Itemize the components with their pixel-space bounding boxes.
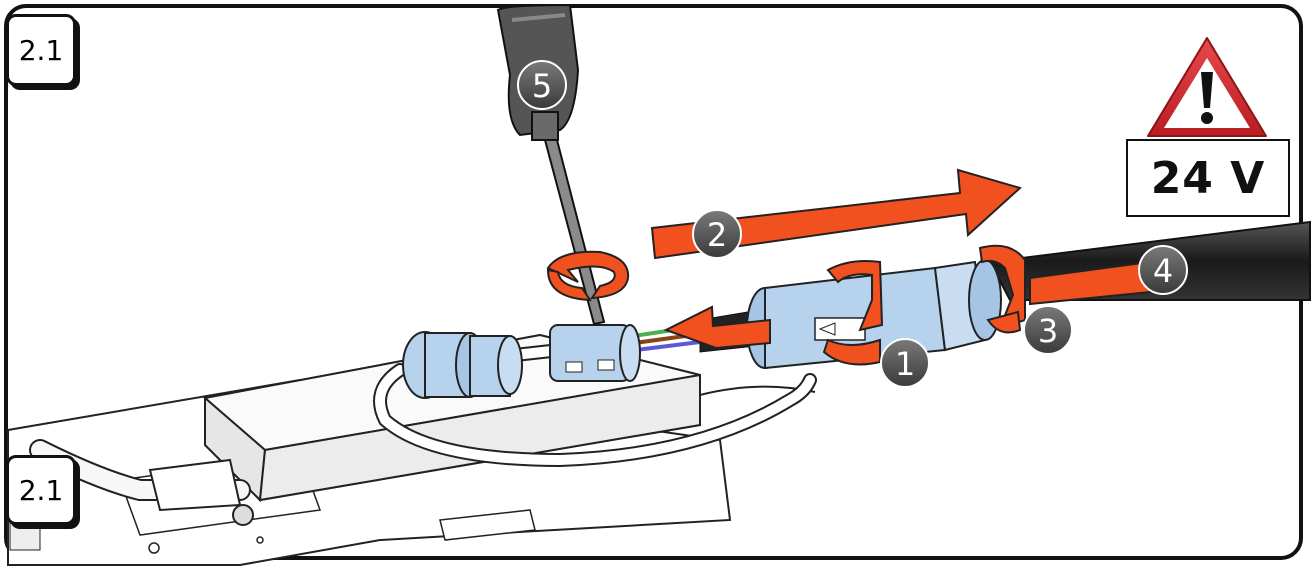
callout-number-4: 4 bbox=[1153, 252, 1173, 290]
callout-badge-3: 3 bbox=[1023, 305, 1073, 355]
callout-number-3: 3 bbox=[1038, 312, 1058, 350]
step-label-bottom: 2.1 bbox=[6, 455, 76, 525]
step-label-bottom-text: 2.1 bbox=[18, 473, 64, 507]
cable-arrow bbox=[1029, 260, 1151, 306]
step-label-top: 2.1 bbox=[6, 14, 76, 86]
twist-arrow-5 bbox=[546, 250, 630, 300]
voltage-label: 24 V bbox=[1150, 152, 1266, 204]
left-cable-gland bbox=[402, 331, 523, 399]
pull-arrow bbox=[663, 305, 771, 350]
twist-arrow-3 bbox=[978, 244, 1026, 330]
arrows bbox=[546, 168, 1151, 366]
callout-badge-1: 1 bbox=[880, 338, 930, 388]
callout-number-5: 5 bbox=[532, 67, 552, 105]
callout-badge-2: 2 bbox=[692, 209, 742, 259]
voltage-warning-box: 24 V bbox=[1126, 139, 1290, 217]
step-label-top-text: 2.1 bbox=[18, 33, 64, 67]
callout-number-2: 2 bbox=[707, 216, 727, 254]
callout-badge-4: 4 bbox=[1138, 245, 1188, 295]
terminal-block bbox=[549, 324, 641, 382]
callout-number-1: 1 bbox=[895, 345, 915, 383]
warning-triangle-icon bbox=[1147, 37, 1267, 137]
callout-badge-5: 5 bbox=[517, 60, 567, 110]
twist-arrow-1 bbox=[826, 260, 884, 332]
